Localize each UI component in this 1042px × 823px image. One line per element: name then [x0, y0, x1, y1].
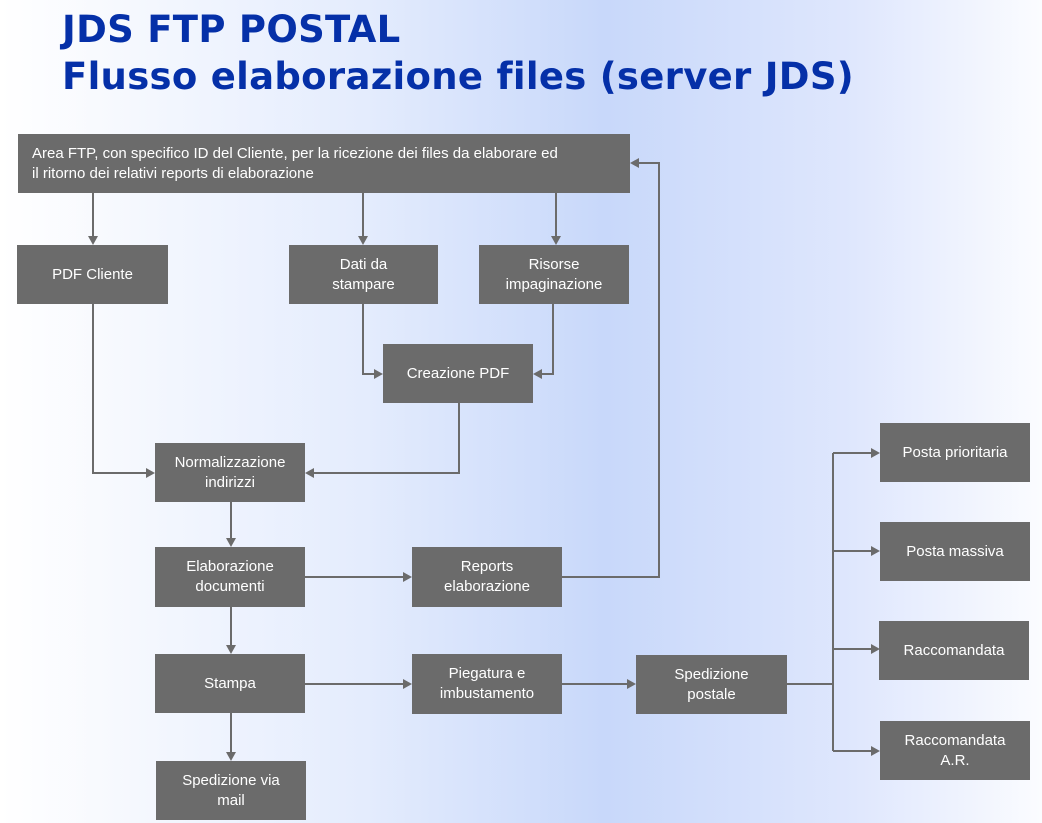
arrowhead — [226, 645, 236, 654]
arrowhead — [551, 236, 561, 245]
node-dati-da-stampare: Dati da stampare — [289, 245, 438, 304]
arrowhead — [871, 746, 880, 756]
arrowhead — [226, 538, 236, 547]
arrowhead — [146, 468, 155, 478]
node-posta-massiva: Posta massiva — [880, 522, 1030, 581]
node-raccomandata-ar: Raccomandata A.R. — [880, 721, 1030, 780]
node-pdf-cliente: PDF Cliente — [17, 245, 168, 304]
arrowhead — [871, 644, 880, 654]
node-elaborazione-documenti: Elaborazione documenti — [155, 547, 305, 607]
node-risorse-impaginazione: Risorse impaginazione — [479, 245, 629, 304]
arrowhead — [871, 546, 880, 556]
connector-pdf-cliente-to-normalizzazione — [92, 303, 146, 474]
node-spedizione-via-mail: Spedizione via mail — [156, 761, 306, 820]
title-line-2: Flusso elaborazione files (server JDS) — [62, 55, 854, 98]
arrowhead — [374, 369, 383, 379]
node-posta-prioritaria: Posta prioritaria — [880, 423, 1030, 482]
arrowhead — [533, 369, 542, 379]
arrowhead — [630, 158, 639, 168]
node-spedizione-postale: Spedizione postale — [636, 655, 787, 714]
arrowhead — [358, 236, 368, 245]
connector-creazione-to-normalizzazione — [314, 403, 460, 474]
connector-risorse-to-creazione — [542, 303, 554, 375]
node-reports-elaborazione: Reports elaborazione — [412, 547, 562, 607]
node-normalizzazione-indirizzi: Normalizzazione indirizzi — [155, 443, 305, 502]
arrowhead — [226, 752, 236, 761]
connector-spedizione-trunk — [786, 453, 834, 751]
connector-reports-to-ftp — [561, 162, 660, 578]
arrowhead — [403, 572, 412, 582]
node-area-ftp: Area FTP, con specifico ID del Cliente, … — [18, 134, 630, 193]
arrowhead — [403, 679, 412, 689]
node-stampa: Stampa — [155, 654, 305, 713]
node-creazione-pdf: Creazione PDF — [383, 344, 533, 403]
node-piegatura-imbustamento: Piegatura e imbustamento — [412, 654, 562, 714]
arrowhead — [627, 679, 636, 689]
arrowhead — [871, 448, 880, 458]
arrowhead — [88, 236, 98, 245]
node-raccomandata: Raccomandata — [879, 621, 1029, 680]
title-line-1: JDS FTP POSTAL — [62, 8, 401, 51]
arrowhead — [305, 468, 314, 478]
connector-dati-to-creazione — [362, 303, 374, 375]
